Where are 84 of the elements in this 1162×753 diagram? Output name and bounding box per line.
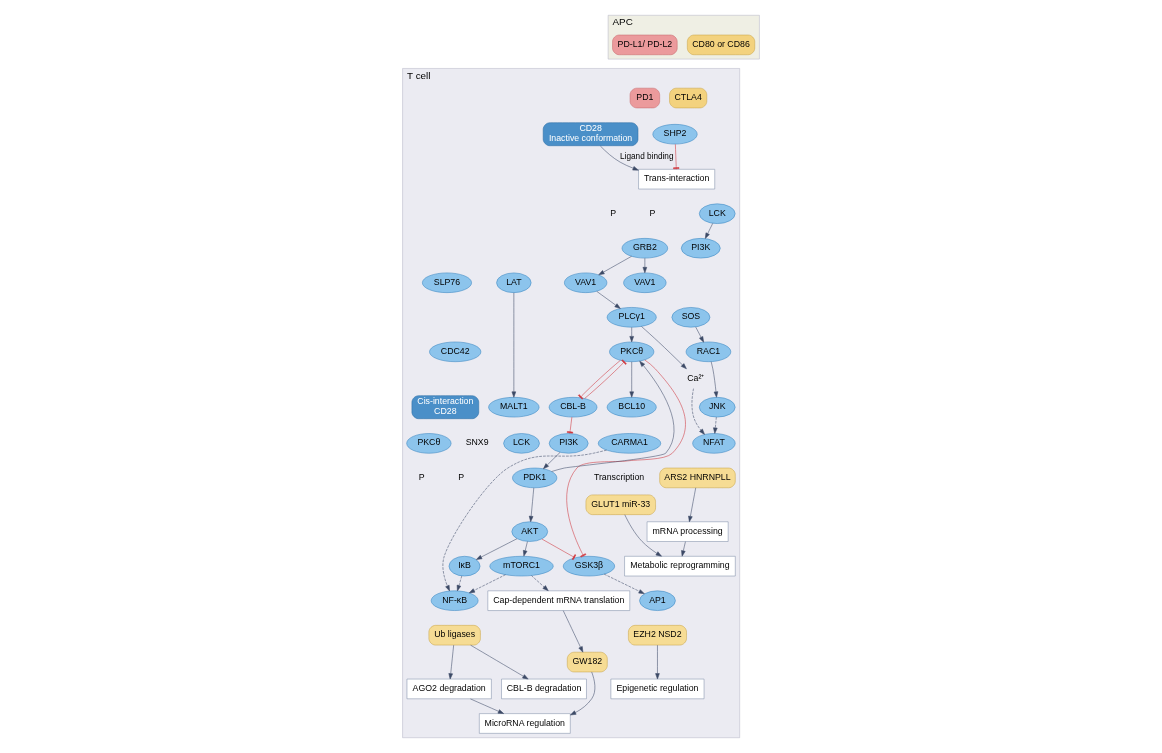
arrow [596, 291, 621, 309]
connector [566, 416, 574, 434]
node-box: CBL-B degradation [501, 678, 587, 700]
node-box: Metabolic reprogramming [624, 556, 736, 577]
node-box: EZH2 NSD2 [628, 625, 687, 646]
node-box: CD28 Inactive conformation [542, 122, 639, 146]
node-ellipse: LCK [503, 433, 540, 454]
arrow [600, 145, 639, 171]
arrow [470, 644, 529, 680]
node-ellipse: PLCγ1 [606, 307, 657, 328]
node-box: MicroRNA regulation [479, 713, 571, 734]
arrow [641, 326, 687, 370]
node-ellipse: LCK [699, 203, 736, 224]
arrow [624, 514, 662, 557]
node-text: SNX9 [465, 437, 489, 448]
label: Transcription [593, 471, 645, 482]
node-ellipse: VAV1 [623, 272, 667, 293]
arrow [710, 361, 719, 398]
node-box: Epigenetic regulation [610, 678, 705, 700]
node-box: PD-L1/ PD-L2 [612, 34, 678, 55]
node-ellipse: LAT [496, 272, 532, 293]
label: P [610, 207, 616, 218]
node-box: ARS2 HNRNPLL [659, 467, 736, 489]
arrow [528, 487, 535, 523]
arrow [543, 452, 561, 470]
node-ellipse: NFAT [692, 433, 736, 454]
node-box: Cap-dependent mRNA translation [487, 590, 631, 611]
arrow [688, 487, 696, 523]
arrow [691, 388, 705, 435]
arrow [470, 698, 504, 714]
node-box: PD1 [629, 87, 660, 109]
node-box: GW182 [567, 651, 608, 673]
connector [541, 538, 577, 561]
node-ellipse: GRB2 [621, 238, 668, 259]
node-ellipse: JNK [699, 397, 736, 418]
node-ellipse: CARMA1 [597, 433, 662, 454]
arrow [603, 573, 645, 595]
node-ellipse: PDK1 [512, 467, 558, 489]
arrow [511, 292, 517, 398]
node-box: AGO2 degradation [406, 678, 492, 700]
arrow [468, 574, 506, 594]
node-ellipse: CDC42 [429, 341, 482, 362]
node-ellipse: AKT [511, 521, 548, 542]
label: P [649, 207, 656, 218]
node-box: GLUT1 miR-33 [585, 494, 656, 515]
arrow [442, 449, 607, 592]
arrow [448, 644, 454, 680]
node-box: Ub ligases [428, 625, 481, 646]
arrow [705, 223, 713, 239]
arrow [562, 610, 584, 653]
node-ellipse: PI3K [680, 238, 721, 259]
arrow [629, 361, 634, 398]
connector [673, 144, 680, 170]
node-ellipse: mTORC1 [489, 556, 554, 577]
node-box: mRNA processing [646, 521, 729, 542]
arrow [642, 258, 648, 274]
connector [578, 360, 621, 400]
node-ellipse: RAC1 [685, 341, 732, 362]
arrow [476, 538, 518, 560]
label: P [418, 471, 425, 482]
arrow [598, 256, 632, 276]
arrow [713, 416, 718, 434]
node-ellipse: SLP76 [422, 272, 472, 293]
arrow [681, 541, 686, 557]
connector [584, 359, 627, 399]
arrow [523, 541, 528, 557]
arrow [551, 360, 675, 472]
node-ellipse: BCL10 [606, 397, 657, 418]
node-text: Ca²⁺ [687, 372, 705, 383]
node-box: CTLA4 [669, 87, 708, 109]
node-ellipse: PKCθ [406, 433, 452, 454]
arrow [695, 326, 704, 343]
arrow [531, 575, 549, 591]
node-box: Cis-interaction CD28 [411, 395, 480, 419]
node-ellipse: SOS [671, 307, 711, 328]
arrow [629, 327, 634, 343]
arrow [655, 644, 660, 680]
node-ellipse: SHP2 [652, 124, 698, 145]
arrow [570, 671, 596, 716]
node-ellipse: MALT1 [488, 397, 540, 418]
label: P [458, 471, 465, 482]
arrow [456, 575, 463, 592]
connector [566, 359, 686, 558]
node-box: CD80 or CD86 [687, 34, 756, 55]
